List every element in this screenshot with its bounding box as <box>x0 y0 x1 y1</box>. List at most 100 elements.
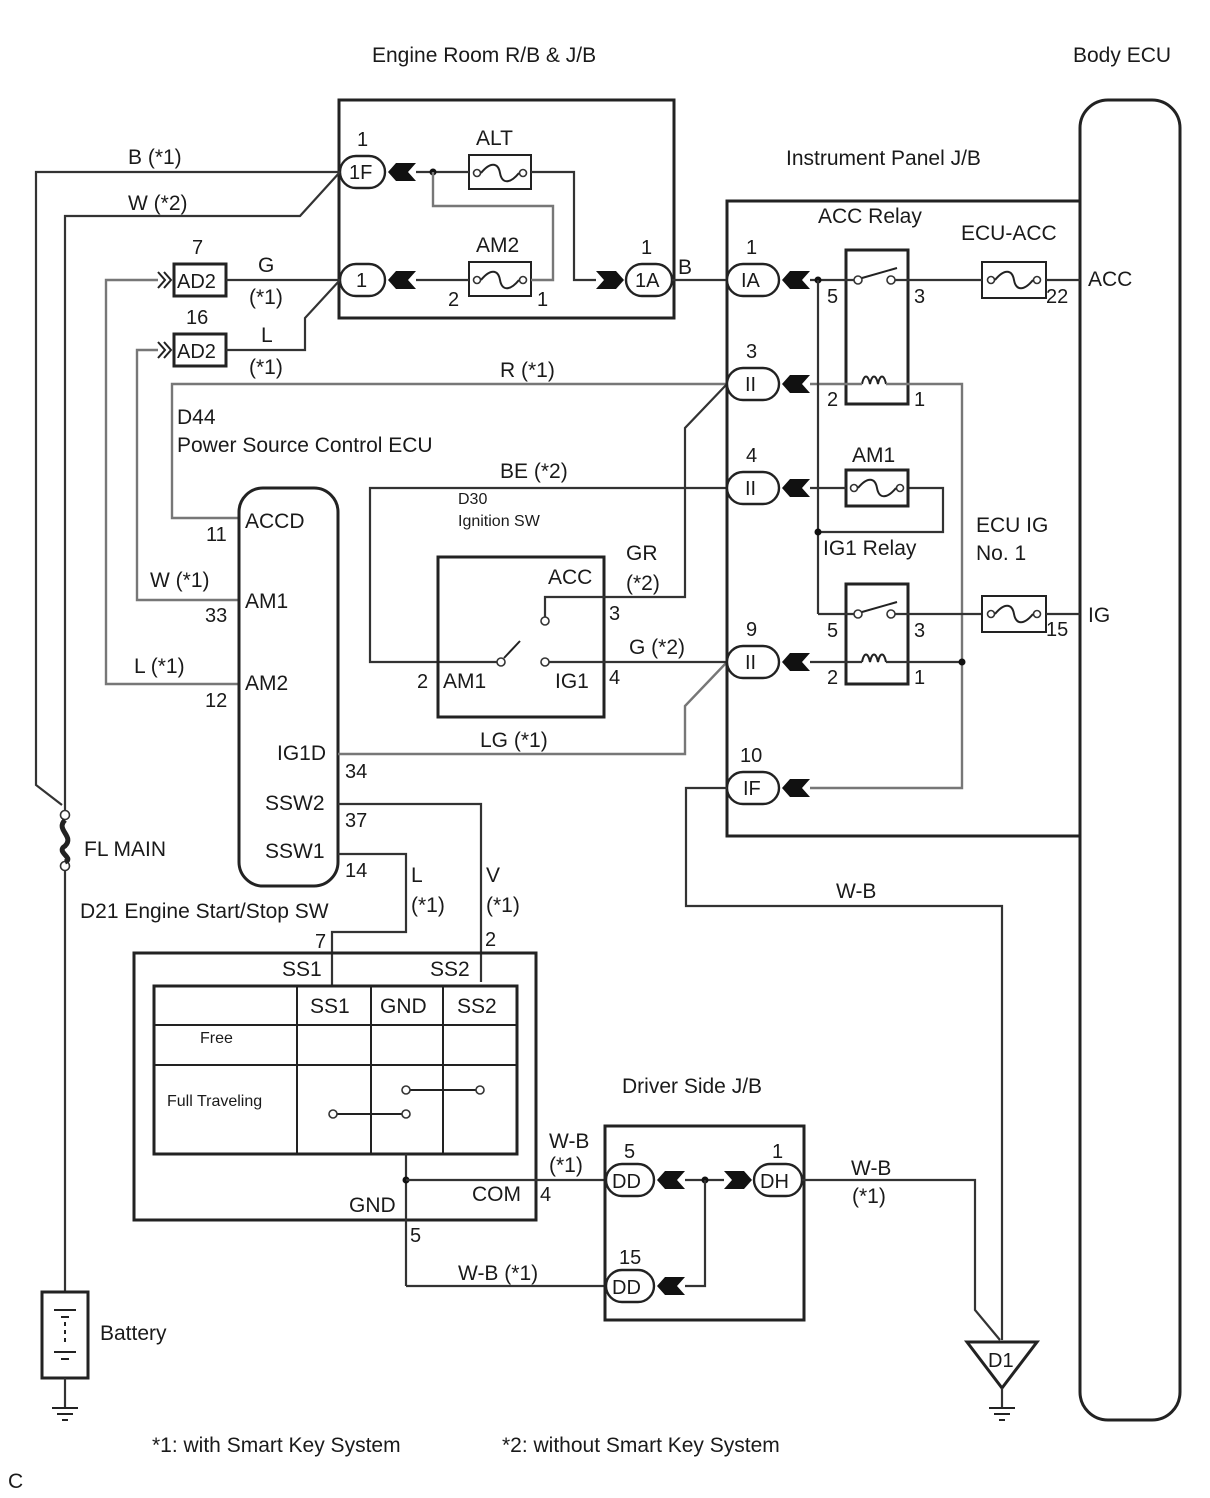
conn-dd-15 <box>604 1268 656 1304</box>
ign-ig1-label: IG1 <box>555 670 589 693</box>
com-pin-4: 4 <box>540 1184 551 1206</box>
pin-33: 33 <box>205 605 227 627</box>
battery-ground-icon <box>52 1407 78 1421</box>
ad2-7-label: AD2 <box>177 271 216 293</box>
dh-1-pin: 1 <box>772 1141 783 1163</box>
acc-relay <box>844 248 910 406</box>
conn-dh-1-label: DH <box>760 1171 789 1193</box>
conn-ii-9-label: II <box>745 652 756 674</box>
ign-acc-label: ACC <box>548 566 592 589</box>
ign-pin-2: 2 <box>417 671 428 693</box>
wire-r-label: R (*1) <box>500 359 555 382</box>
conn-1-arrow-icon <box>388 271 416 289</box>
ig1-relay-coil-icon <box>861 653 887 663</box>
wire-w1-label: W (*1) <box>150 569 210 592</box>
conn-ii-9 <box>725 644 781 680</box>
wire-b-label: B (*1) <box>128 146 182 169</box>
ign-pin-4: 4 <box>609 667 620 689</box>
ecu-acc-fuse-icon <box>981 261 1047 299</box>
ig1-relay-label: IG1 Relay <box>823 537 917 560</box>
conn-dd-5 <box>604 1162 656 1198</box>
gnd-pin-5: 5 <box>410 1225 421 1247</box>
wire-wb-dh-label: W-B <box>851 1157 891 1180</box>
ecu-ig-fuse-label-1: ECU IG <box>976 514 1048 537</box>
ad2-7-pin: 7 <box>192 237 203 259</box>
terminal-ig1d: IG1D <box>277 742 326 765</box>
ignition-switch-d30 <box>436 555 606 719</box>
engine-start-stop-switch <box>132 951 538 1222</box>
wire-gr-label: GR <box>626 542 658 565</box>
table-row-free: Free <box>200 1030 233 1047</box>
conn-if-label: IF <box>743 778 761 800</box>
acc-relay-pin-3: 3 <box>914 286 925 308</box>
conn-dh-1-arrow-icon <box>724 1171 752 1189</box>
com-terminal: COM <box>472 1183 521 1206</box>
alt-fuse-icon <box>468 154 532 190</box>
ignition-sw-name: Ignition SW <box>458 513 541 530</box>
ad2-16-arrow-icon <box>157 341 173 359</box>
conn-ii-4-arrow-icon <box>782 479 810 497</box>
pin-12: 12 <box>205 690 227 712</box>
wire-wb-com-note: (*1) <box>549 1154 583 1177</box>
gnd-terminal: GND <box>349 1194 396 1217</box>
conn-1f-arrow-icon <box>388 163 416 181</box>
dd-15-pin: 15 <box>619 1247 641 1269</box>
table-header-ss2: SS2 <box>457 995 497 1018</box>
wire-wb-dh-note: (*1) <box>852 1185 886 1208</box>
ignition-switch-contact-icon <box>496 616 550 667</box>
driver-side-title: Driver Side J/B <box>622 1075 762 1098</box>
wire-l-label: L <box>261 324 273 347</box>
conn-ia <box>725 262 781 298</box>
power-source-control-ecu <box>237 486 340 888</box>
ii-3-pin: 3 <box>746 341 757 363</box>
conn-1a-pin: 1 <box>641 237 652 259</box>
conn-1f-label: 1F <box>349 162 372 184</box>
ia-pin: 1 <box>746 237 757 259</box>
pin-34: 34 <box>345 761 367 783</box>
d1-ground-icon <box>989 1407 1015 1421</box>
full-traveling-contacts-icon <box>328 1085 485 1119</box>
ecu-ig-fuse-icon <box>981 595 1047 633</box>
ss-pin-2: 2 <box>485 929 496 951</box>
driver-side-jb-box <box>603 1124 806 1322</box>
battery-label: Battery <box>100 1322 167 1345</box>
ecu-acc-fuse-label: ECU-ACC <box>961 222 1057 245</box>
wire-ssw2-note: (*1) <box>486 894 520 917</box>
pin-37: 37 <box>345 810 367 832</box>
body-ecu-acc-terminal: ACC <box>1088 268 1132 291</box>
ss1-terminal: SS1 <box>282 958 322 981</box>
switch-state-table <box>152 984 519 1156</box>
wire-wb-gnd-label: W-B (*1) <box>458 1262 538 1285</box>
fl-main-label: FL MAIN <box>84 838 166 861</box>
conn-dd-15-label: DD <box>612 1277 641 1299</box>
wire-ssw2-v: V <box>486 864 500 887</box>
wire-wb-if-label: W-B <box>836 880 876 903</box>
ad2-7-arrow-icon <box>157 271 173 289</box>
am2-pin-2: 2 <box>448 289 459 311</box>
ecu-ig-fuse-label-2: No. 1 <box>976 542 1026 565</box>
dd-5-pin: 5 <box>624 1141 635 1163</box>
ig1-relay-pin-2: 2 <box>827 667 838 689</box>
conn-dd-5-label: DD <box>612 1171 641 1193</box>
conn-ii-4-label: II <box>745 478 756 500</box>
terminal-accd: ACCD <box>245 510 305 533</box>
ground-point-d1-label: D1 <box>988 1350 1014 1372</box>
ign-pin-3: 3 <box>609 603 620 625</box>
acc-relay-coil-icon <box>861 375 887 385</box>
alt-fuse-label: ALT <box>476 127 513 150</box>
footnote-1: *1: with Smart Key System <box>152 1434 401 1457</box>
body-ecu-ig-terminal: IG <box>1088 604 1110 627</box>
ig1-relay-pin-3: 3 <box>914 620 925 642</box>
ss-pin-7: 7 <box>315 931 326 953</box>
conn-ia-label: IA <box>741 270 761 292</box>
conn-1a-arrow-icon <box>596 271 624 289</box>
acc-relay-label: ACC Relay <box>818 205 922 228</box>
ecu-acc-pin: 22 <box>1046 286 1068 308</box>
wire-b-ia-label: B <box>678 256 692 279</box>
am2-fuse-label: AM2 <box>476 234 519 257</box>
conn-dd-5-arrow-icon <box>657 1171 685 1189</box>
pin-11: 11 <box>206 524 227 546</box>
wire-wb-com-label: W-B <box>549 1130 589 1153</box>
wire-g-label: G <box>258 254 274 277</box>
